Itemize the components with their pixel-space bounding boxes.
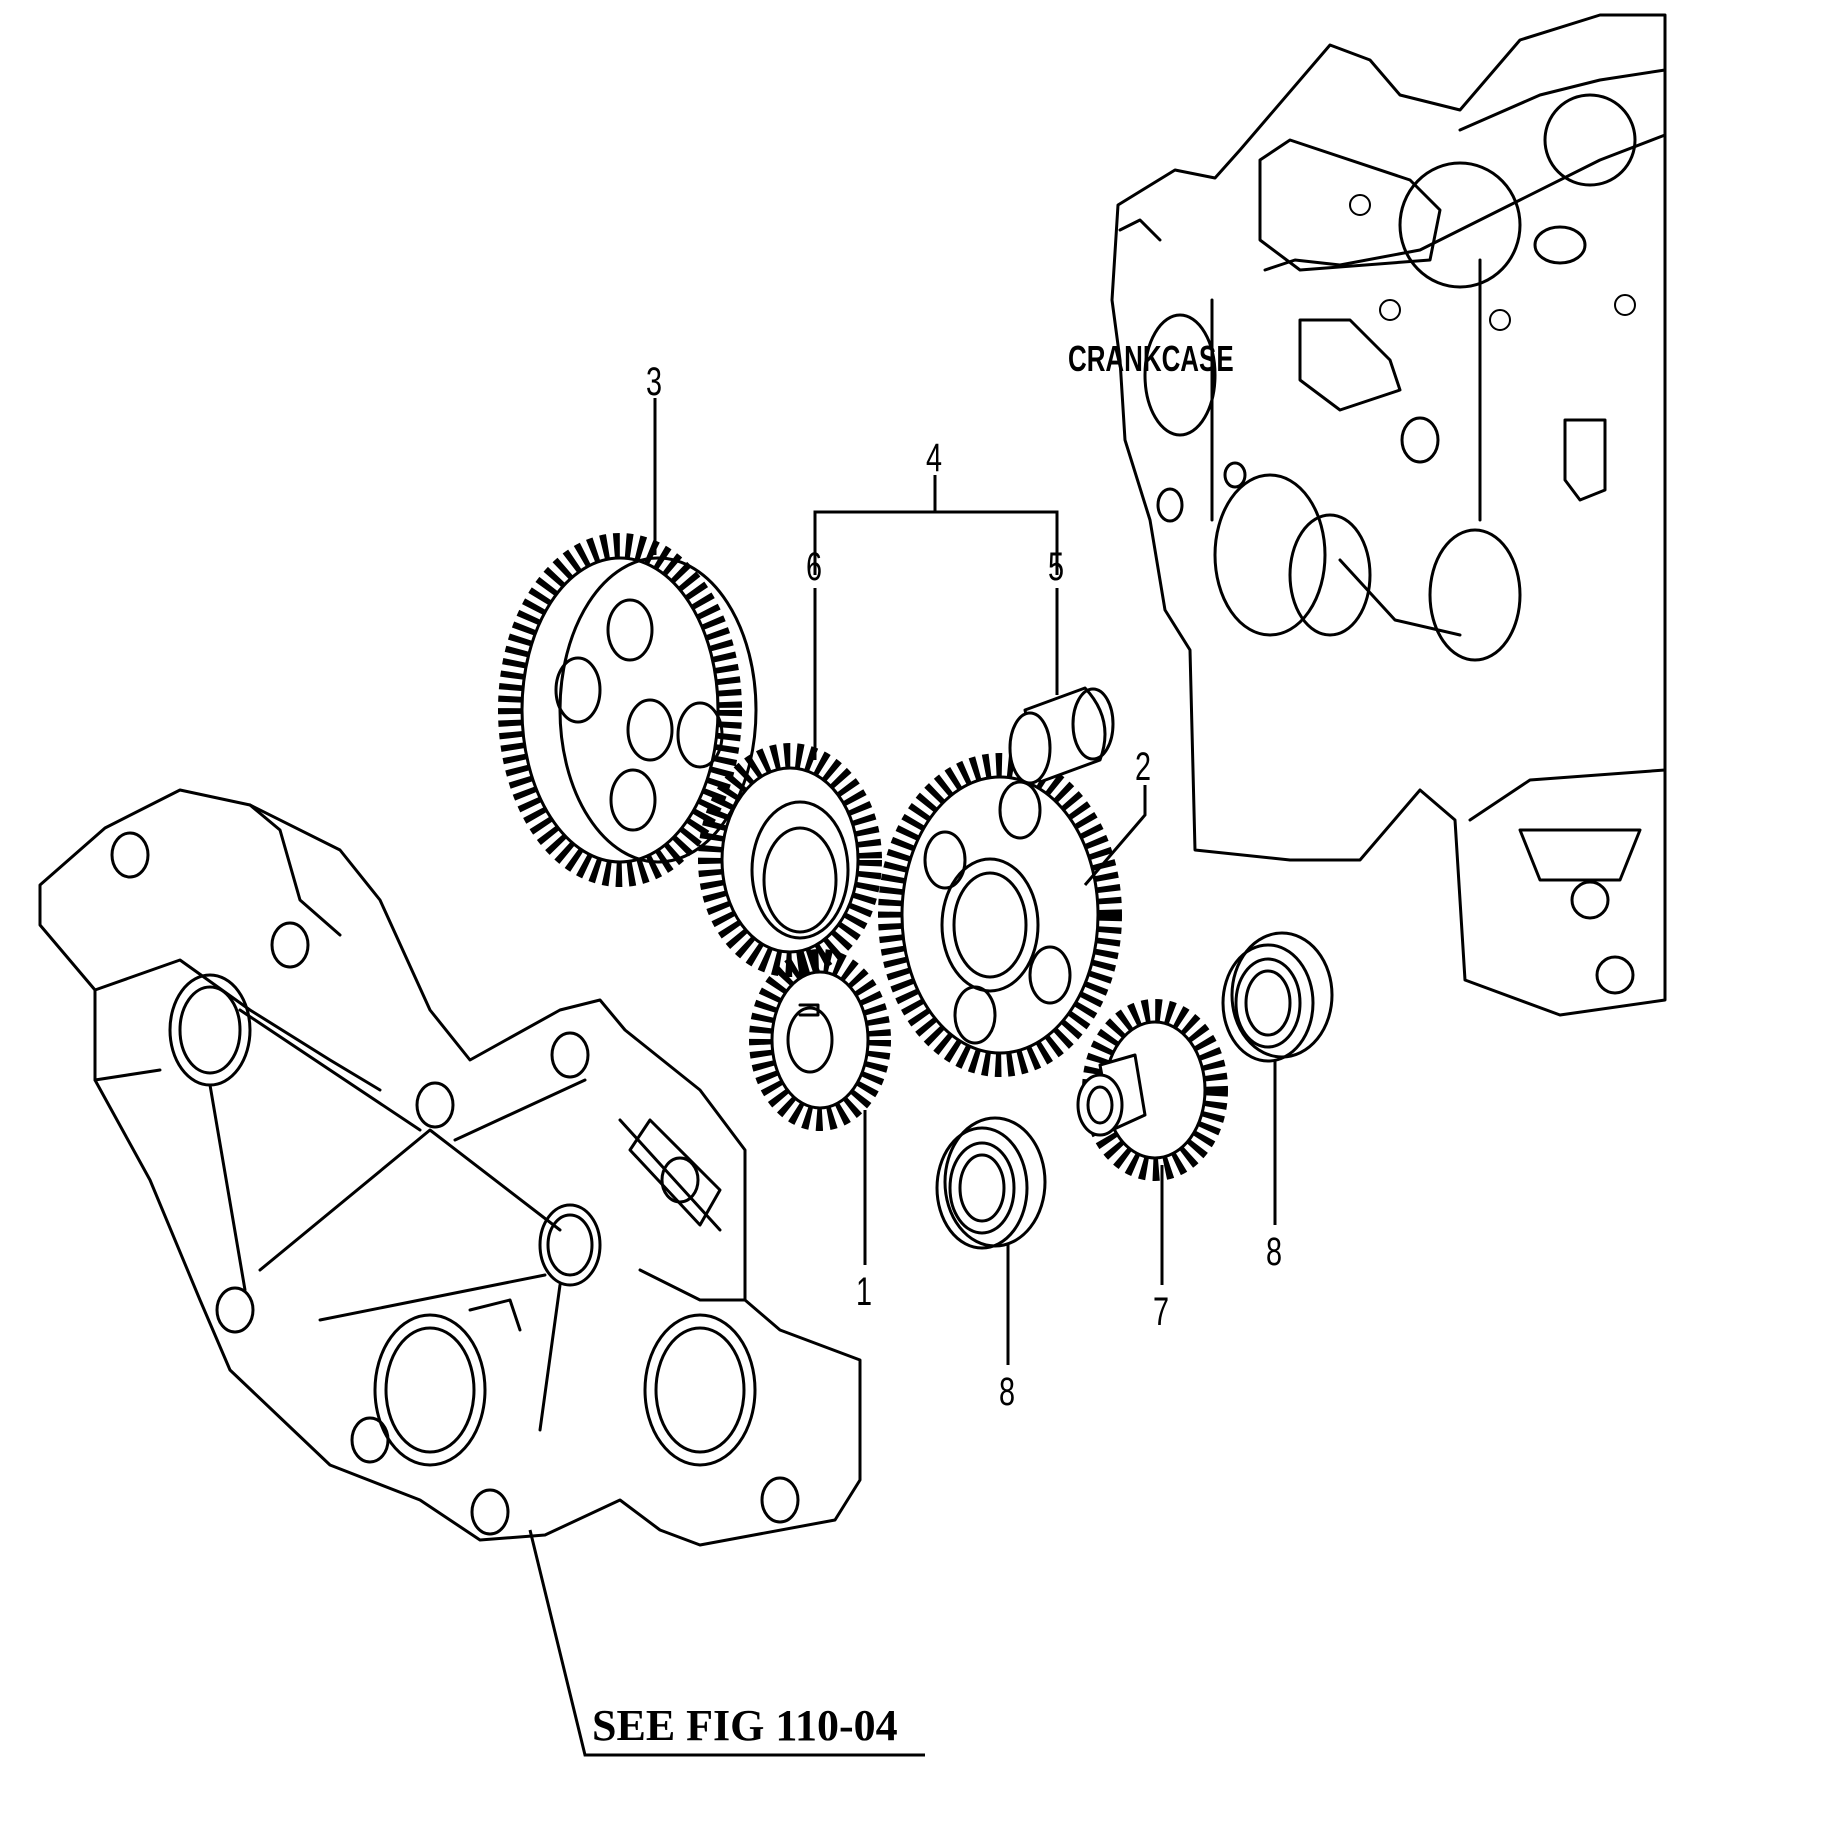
leader-lines	[528, 398, 1277, 1757]
gear-1	[749, 949, 891, 1131]
bearing-8-right	[1221, 931, 1334, 1063]
leader-2	[1083, 785, 1147, 886]
callout-2: 2	[1135, 745, 1152, 789]
bearing-8-center	[935, 1116, 1047, 1250]
see-fig-reference[interactable]: SEE FIG 110-04	[592, 1701, 898, 1750]
gear-6	[698, 743, 882, 977]
callout-6: 6	[806, 545, 823, 589]
gear-housing	[38, 788, 862, 1547]
callout-8-right: 8	[1266, 1230, 1283, 1274]
callout-8-center: 8	[999, 1370, 1016, 1414]
gear-2	[878, 753, 1122, 1077]
leader-4-bracket	[813, 475, 1059, 575]
callout-1: 1	[856, 1270, 873, 1314]
callout-4: 4	[926, 436, 943, 480]
crankcase-block	[1110, 13, 1667, 1017]
callout-5: 5	[1048, 545, 1065, 589]
leader-see-fig	[528, 1529, 925, 1757]
callout-7: 7	[1153, 1290, 1170, 1334]
bushing-5	[1008, 686, 1115, 785]
gear-3	[498, 533, 758, 887]
callout-3: 3	[646, 360, 663, 404]
gear-7	[1076, 999, 1228, 1181]
crankcase-label: CRANKCASE	[1068, 338, 1234, 379]
